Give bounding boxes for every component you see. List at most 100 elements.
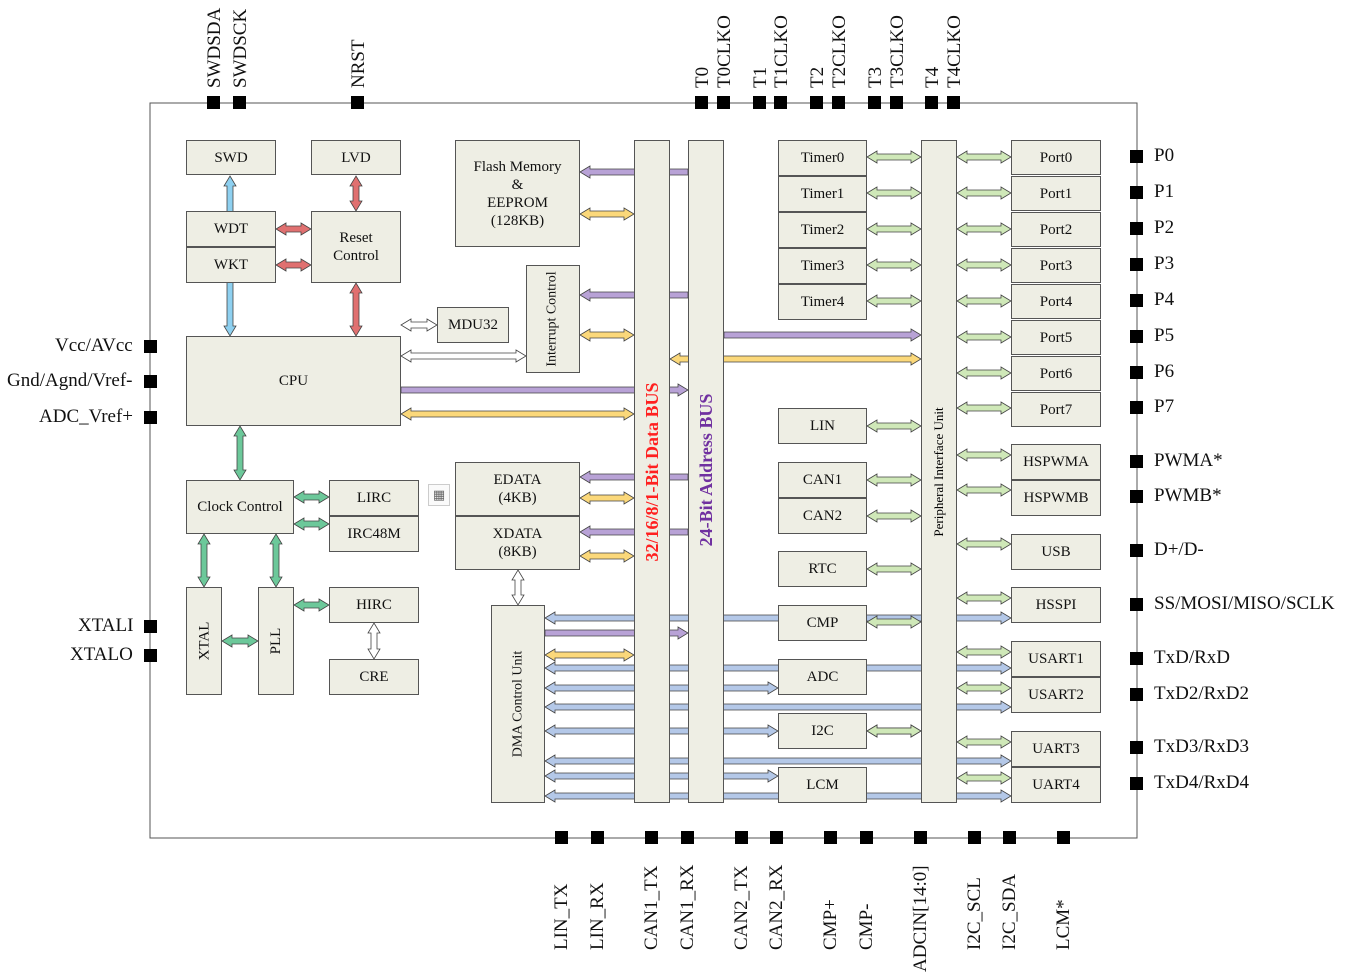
- right-pin-label: TxD/RxD: [1154, 647, 1230, 668]
- bottom-pin-label: CMP+: [820, 899, 841, 950]
- right-pin-label: P5: [1154, 325, 1175, 346]
- timer4-block: Timer4: [778, 284, 867, 320]
- usart1-block: USART1: [1011, 641, 1101, 677]
- cre-block: CRE: [329, 659, 419, 695]
- pll-hirc-arrow: [293, 598, 330, 612]
- piu-port-arrow: [956, 771, 1012, 785]
- address-bus-label: 24-Bit Address BUS: [695, 393, 716, 547]
- swd-block: SWD: [186, 140, 276, 175]
- can2-block: CAN2: [778, 498, 867, 534]
- top-pin-marker: [207, 96, 220, 109]
- peripheral-piu-arrow: [866, 150, 922, 164]
- top-pin-marker: [774, 96, 787, 109]
- bottom-pin-marker: [770, 831, 783, 844]
- top-pin-marker: [832, 96, 845, 109]
- wdt-reset-arrow: [275, 222, 312, 236]
- bottom-pin-label: CMP-: [856, 903, 877, 950]
- left-pin-marker: [144, 620, 157, 633]
- top-pin-marker: [351, 96, 364, 109]
- left-pin-label: Vcc/AVcc: [55, 335, 133, 356]
- peripheral-piu-arrow: [866, 473, 922, 487]
- mdu32-block: MDU32: [437, 307, 509, 343]
- left-pin-marker: [144, 340, 157, 353]
- wkt-reset-arrow: [275, 258, 312, 272]
- timer0-block: Timer0: [778, 140, 867, 176]
- top-pin-marker: [868, 96, 881, 109]
- timer3-block: Timer3: [778, 248, 867, 284]
- piu-port-arrow: [956, 645, 1012, 659]
- xdata-block: XDATA (8KB): [455, 516, 580, 570]
- right-pin-marker: [1130, 652, 1143, 665]
- peripheral-piu-arrow: [866, 186, 922, 200]
- hspwmb-block: HSPWMB: [1011, 480, 1101, 516]
- i2c-block: I2C: [778, 713, 867, 749]
- right-pin-marker: [1130, 366, 1143, 379]
- lvd-block: LVD: [311, 140, 401, 175]
- right-pin-label: D+/D-: [1154, 539, 1204, 560]
- peripheral-piu-arrow: [866, 509, 922, 523]
- port6-block: Port6: [1011, 356, 1101, 391]
- left-pin-label: XTALO: [70, 644, 133, 665]
- cpu-clock-arrow: [233, 425, 247, 481]
- rtc-block: RTC: [778, 551, 867, 587]
- peripheral-piu-arrow: [866, 222, 922, 236]
- flash-memory-block: Flash Memory & EEPROM (128KB): [455, 140, 580, 247]
- table-icon[interactable]: ▦: [428, 484, 450, 506]
- right-pin-label: P6: [1154, 361, 1175, 382]
- cpu-data-arrow: [400, 407, 635, 421]
- peripheral-piu-arrow: [866, 562, 922, 576]
- piu-port-arrow: [956, 681, 1012, 695]
- wdt-block: WDT: [186, 211, 276, 247]
- address-piu-arrow: [723, 328, 922, 342]
- right-pin-label: TxD2/RxD2: [1154, 683, 1249, 704]
- clock-irc-arrow: [293, 517, 330, 531]
- top-pin-marker: [233, 96, 246, 109]
- bottom-pin-label: LCM*: [1053, 899, 1074, 950]
- timer1-block: Timer1: [778, 176, 867, 212]
- bottom-pin-marker: [645, 831, 658, 844]
- right-pin-label: P2: [1154, 217, 1175, 238]
- xtal-label: XTAL: [196, 621, 213, 661]
- port7-block: Port7: [1011, 392, 1101, 427]
- bottom-pin-marker: [860, 831, 873, 844]
- right-pin-label: PWMA*: [1154, 450, 1223, 471]
- bottom-pin-label: CAN2_RX: [766, 864, 787, 950]
- lvd-reset-arrow: [349, 175, 363, 212]
- right-pin-label: P7: [1154, 396, 1175, 417]
- bottom-pin-marker: [1057, 831, 1070, 844]
- top-pin-label: T2CLKO: [829, 15, 850, 88]
- interrupt-data-arrow: [579, 328, 635, 342]
- left-pin-marker: [144, 411, 157, 424]
- interrupt-control-label: Interrupt Control: [545, 271, 561, 367]
- top-pin-marker: [890, 96, 903, 109]
- top-pin-label: NRST: [348, 39, 369, 88]
- right-pin-marker: [1130, 330, 1143, 343]
- top-pin-marker: [810, 96, 823, 109]
- piu-port-arrow: [956, 294, 1012, 308]
- piu-port-arrow: [956, 591, 1012, 605]
- right-pin-label: SS/MOSI/MISO/SCLK: [1154, 593, 1335, 614]
- bottom-pin-label: CAN2_TX: [731, 865, 752, 950]
- irc48m-block: IRC48M: [329, 516, 419, 552]
- top-pin-label: SWDSCK: [230, 8, 251, 88]
- xdata-data-arrow: [579, 549, 635, 563]
- top-pin-marker: [947, 96, 960, 109]
- hsspi-block: HSSPI: [1011, 587, 1101, 623]
- bottom-pin-marker: [681, 831, 694, 844]
- clock-pll-arrow: [269, 533, 283, 588]
- edata-data-arrow: [579, 491, 635, 505]
- dma-control-unit: DMA Control Unit: [491, 605, 545, 803]
- right-pin-label: TxD3/RxD3: [1154, 736, 1249, 757]
- port5-block: Port5: [1011, 320, 1101, 355]
- right-pin-marker: [1130, 222, 1143, 235]
- peripheral-piu-arrow: [866, 294, 922, 308]
- left-pin-label: XTALI: [78, 615, 134, 636]
- piu-port-arrow: [956, 537, 1012, 551]
- top-pin-label: T1CLKO: [771, 15, 792, 88]
- hspwma-block: HSPWMA: [1011, 444, 1101, 480]
- flash-data-arrow: [579, 207, 635, 221]
- adc-block: ADC: [778, 659, 867, 695]
- left-pin-label: Gnd/Agnd/Vref-: [7, 370, 133, 391]
- edata-block: EDATA (4KB): [455, 462, 580, 516]
- right-pin-label: PWMB*: [1154, 485, 1222, 506]
